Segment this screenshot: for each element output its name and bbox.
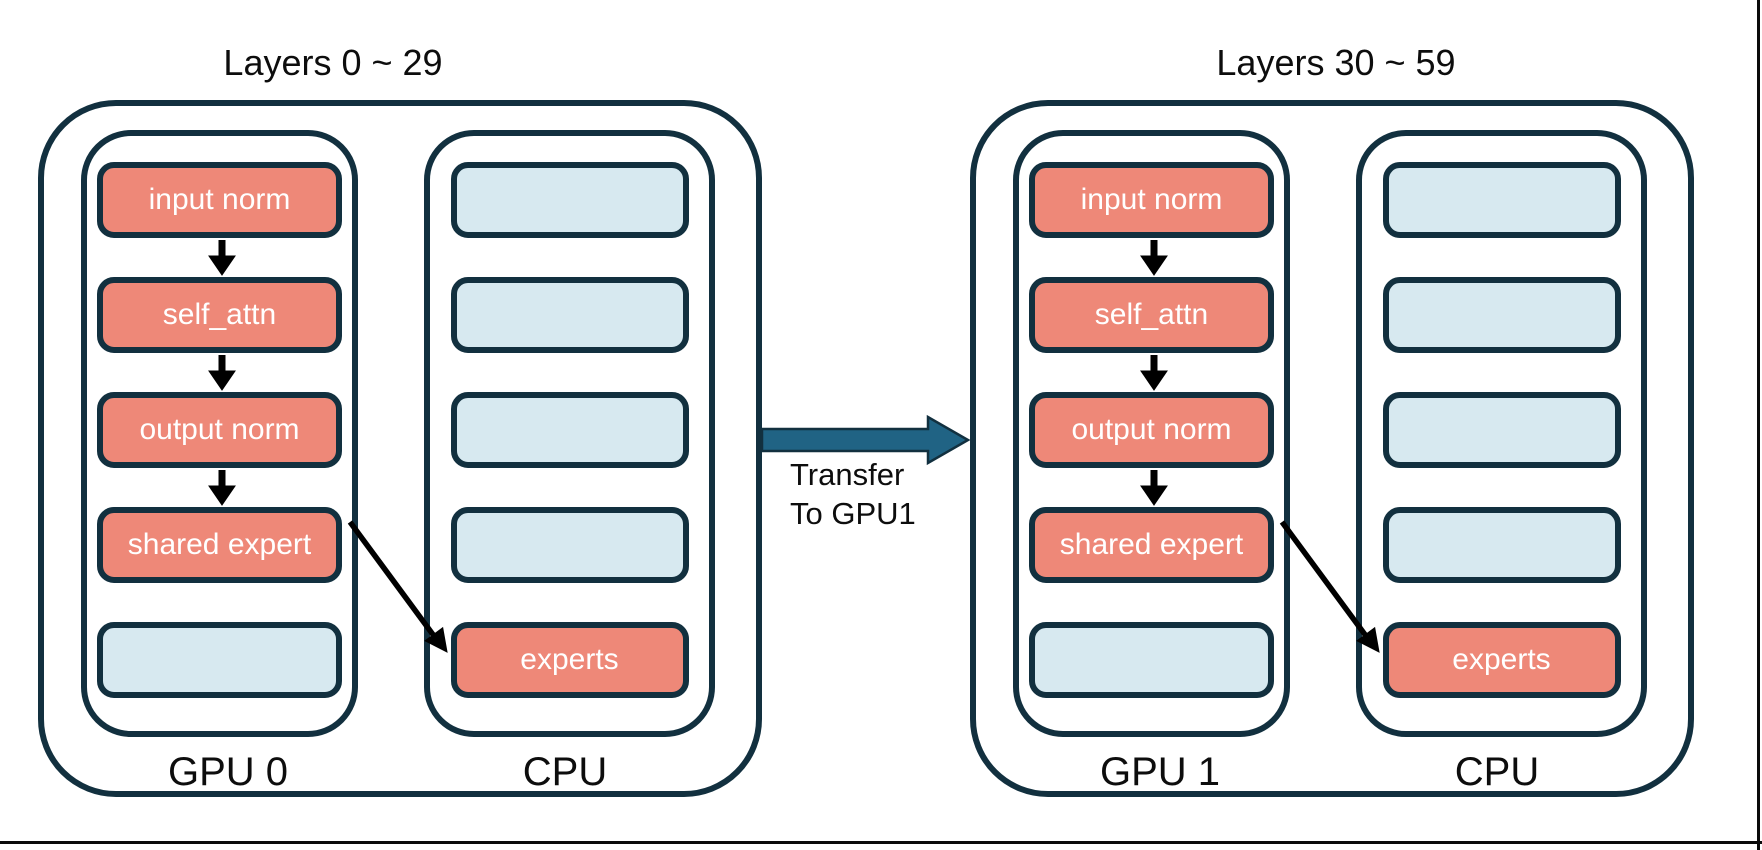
module-box-empty [450, 507, 689, 583]
left-gpu-label: GPU 0 [167, 750, 289, 794]
module-box-shared-expert: shared expert [97, 507, 342, 583]
right-block-title: Layers 30 ~ 59 [1216, 42, 1456, 83]
module-box-empty [1382, 277, 1621, 353]
module-box-empty [97, 622, 342, 698]
right-cpu-container: experts [1356, 130, 1647, 737]
module-box-empty [1382, 392, 1621, 468]
module-box-shared-expert: shared expert [1029, 507, 1274, 583]
module-box-empty [450, 392, 689, 468]
frame-right-edge [1757, 0, 1760, 850]
module-box-self-attn: self_attn [1029, 277, 1274, 353]
frame-bottom-edge [0, 841, 1762, 844]
transfer-caption-line1: Transfer [790, 457, 905, 492]
module-box-input-norm: input norm [97, 162, 342, 238]
module-box-empty [450, 277, 689, 353]
module-box-input-norm: input norm [1029, 162, 1274, 238]
module-box-empty [1382, 162, 1621, 238]
left-cpu-container: experts [424, 130, 715, 737]
left-cpu-label: CPU [522, 750, 608, 794]
right-cpu-label: CPU [1454, 750, 1540, 794]
module-box-empty [1382, 507, 1621, 583]
module-box-output-norm: output norm [1029, 392, 1274, 468]
module-box-self-attn: self_attn [97, 277, 342, 353]
transfer-caption: Transfer To GPU1 [790, 455, 980, 533]
module-box-empty [1029, 622, 1274, 698]
right-gpu-container: input norm self_attn output norm shared … [1013, 130, 1290, 737]
right-gpu-label: GPU 1 [1099, 750, 1221, 794]
module-box-experts: experts [450, 622, 689, 698]
left-gpu-container: input norm self_attn output norm shared … [81, 130, 358, 737]
module-box-empty [450, 162, 689, 238]
left-block-title: Layers 0 ~ 29 [223, 42, 443, 83]
module-box-experts: experts [1382, 622, 1621, 698]
transfer-caption-line2: To GPU1 [790, 496, 916, 531]
module-box-output-norm: output norm [97, 392, 342, 468]
